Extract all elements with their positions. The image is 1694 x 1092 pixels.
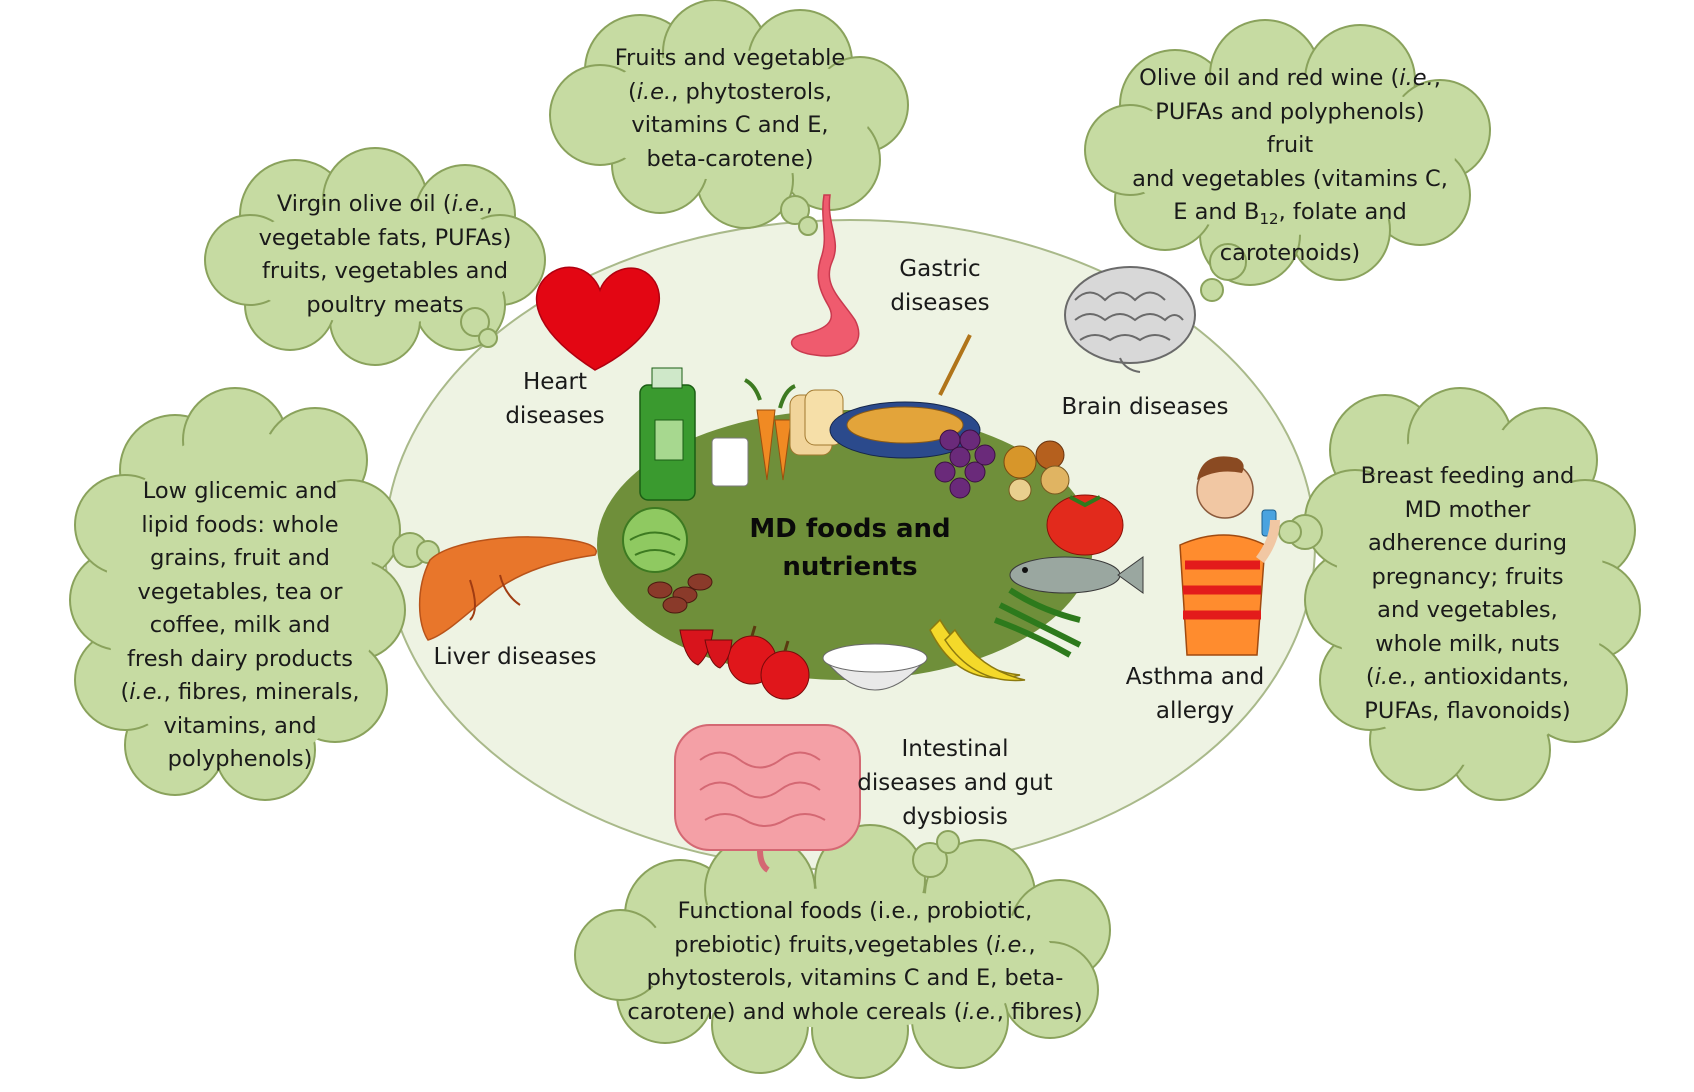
cloud-left-line-3: grains, fruit and	[150, 545, 330, 571]
cloud-left-line-9: polyphenols)	[167, 746, 313, 772]
cloud-top-left	[204, 147, 546, 366]
brain-label: Brain diseases	[1061, 394, 1229, 420]
cloud-right-text: Breast feeding and MD mother adherence d…	[1335, 460, 1600, 728]
cloud-right-line-8: PUFAs, flavonoids)	[1364, 697, 1571, 724]
grapes	[934, 429, 996, 499]
nuts-and-onions	[1003, 440, 1070, 502]
cloud-top-left-line-1: Virgin olive oil (i.e.,	[276, 191, 494, 217]
cloud-left-line-7: (i.e., fibres, minerals,	[120, 679, 360, 705]
cloud-left-line-8: vitamins, and	[163, 712, 317, 739]
cloud-left	[69, 387, 440, 801]
cloud-top-right-text: Olive oil and red wine (i.e., PUFAs and …	[1130, 62, 1450, 270]
heart-line-1: Heart	[522, 369, 587, 395]
cloud-right-line-3: adherence during	[1368, 530, 1567, 556]
cloud-top-line-3: vitamins C and E,	[631, 112, 829, 138]
cloud-bottom-text: Functional foods (i.e., probiotic, prebi…	[615, 895, 1095, 1029]
gastric-line-1: Gastric	[899, 256, 981, 282]
cloud-top-right-line-3: and vegetables (vitamins C,	[1132, 165, 1448, 192]
fish	[1009, 556, 1144, 594]
center-title: MD foods and nutrients	[740, 510, 960, 586]
liver-organ	[418, 536, 597, 641]
cloud-left-line-2: lipid foods: whole	[141, 511, 339, 538]
cloud-left-line-1: Low glicemic and	[142, 478, 338, 504]
cloud-right	[1278, 387, 1641, 801]
carrots	[744, 378, 796, 481]
cloud-left-line-6: fresh dairy products	[127, 645, 353, 672]
intestinal-line-3: dysbiosis	[902, 804, 1008, 830]
cloud-right-line-4: pregnancy; fruits	[1371, 563, 1564, 590]
glass-of-milk	[711, 437, 749, 487]
center-line-2: nutrients	[782, 552, 918, 582]
cloud-right-line-6: whole milk, nuts	[1375, 630, 1560, 657]
cloud-top-line-1: Fruits and vegetable	[614, 45, 846, 71]
cloud-bottom-line-4: carotene) and whole cereals (i.e., fibre…	[627, 998, 1083, 1025]
boy-with-inhaler	[1179, 456, 1280, 656]
olive-oil-bottle	[639, 367, 696, 501]
intestinal-line-2: diseases and gut	[857, 770, 1053, 796]
tomato	[1046, 494, 1124, 556]
intestine-organ	[674, 724, 861, 873]
brain-organ	[1064, 266, 1196, 373]
cloud-left-text: Low glicemic and lipid foods: whole grai…	[110, 475, 370, 777]
asthma-line-2: allergy	[1155, 698, 1235, 724]
stomach-organ	[790, 194, 860, 357]
cloud-left-line-4: vegetables, tea or	[137, 578, 343, 605]
cloud-right-line-7: (i.e., antioxidants,	[1365, 664, 1570, 690]
cloud-top-line-2: (i.e., phytosterols,	[628, 78, 832, 105]
asthma-label: Asthma and allergy	[1115, 660, 1275, 728]
center-line-1: MD foods and	[749, 514, 951, 544]
asthma-line-1: Asthma and	[1125, 664, 1265, 690]
strawberries	[679, 629, 733, 669]
rice-bowl	[822, 643, 928, 691]
cloud-top-right-line-4: E and B12, folate and	[1173, 199, 1407, 228]
heart-organ	[535, 266, 660, 371]
cloud-top-line-4: beta-carotene)	[646, 145, 814, 172]
heart-label: Heart diseases	[490, 365, 620, 433]
cloud-top-right-line-1: Olive oil and red wine (i.e.,	[1139, 65, 1441, 91]
bananas	[929, 618, 1026, 682]
cloud-top-right-line-5: carotenoids)	[1219, 239, 1361, 266]
cloud-bottom-line-1: Functional foods (i.e., probiotic,	[677, 898, 1033, 924]
green-beans	[993, 587, 1082, 658]
cloud-bottom-line-3: phytosterols, vitamins C and E, beta-	[646, 965, 1064, 991]
gastric-line-2: diseases	[890, 290, 990, 316]
cloud-top-right	[1084, 19, 1491, 302]
cloud-top-left-line-2: vegetable fats, PUFAs)	[258, 224, 512, 251]
cloud-bottom-line-2: prebiotic) fruits,vegetables (i.e.,	[674, 931, 1036, 958]
cabbage	[622, 507, 688, 573]
cloud-right-line-5: and vegetables,	[1377, 597, 1558, 623]
cloud-bottom	[574, 824, 1111, 1079]
cloud-top-left-line-4: poultry meats	[306, 291, 464, 318]
cloud-top-left-line-3: fruits, vegetables and	[261, 258, 508, 284]
beans	[647, 573, 713, 614]
intestinal-label: Intestinal diseases and gut dysbiosis	[850, 732, 1060, 834]
heart-line-2: diseases	[505, 403, 605, 429]
apples	[727, 625, 810, 700]
gastric-label: Gastric diseases	[870, 252, 1010, 320]
cloud-right-line-2: MD mother	[1404, 496, 1531, 523]
liver-label: Liver diseases	[433, 644, 597, 670]
cloud-top-left-text: Virgin olive oil (i.e., vegetable fats, …	[250, 188, 520, 322]
cloud-left-line-5: coffee, milk and	[149, 612, 331, 638]
cloud-top-text: Fruits and vegetable (i.e., phytosterols…	[600, 42, 860, 176]
cloud-top	[549, 0, 909, 236]
intestinal-line-1: Intestinal	[901, 736, 1009, 762]
cloud-right-line-1: Breast feeding and	[1360, 463, 1575, 489]
cloud-top-right-line-2: PUFAs and polyphenols) fruit	[1155, 98, 1425, 159]
